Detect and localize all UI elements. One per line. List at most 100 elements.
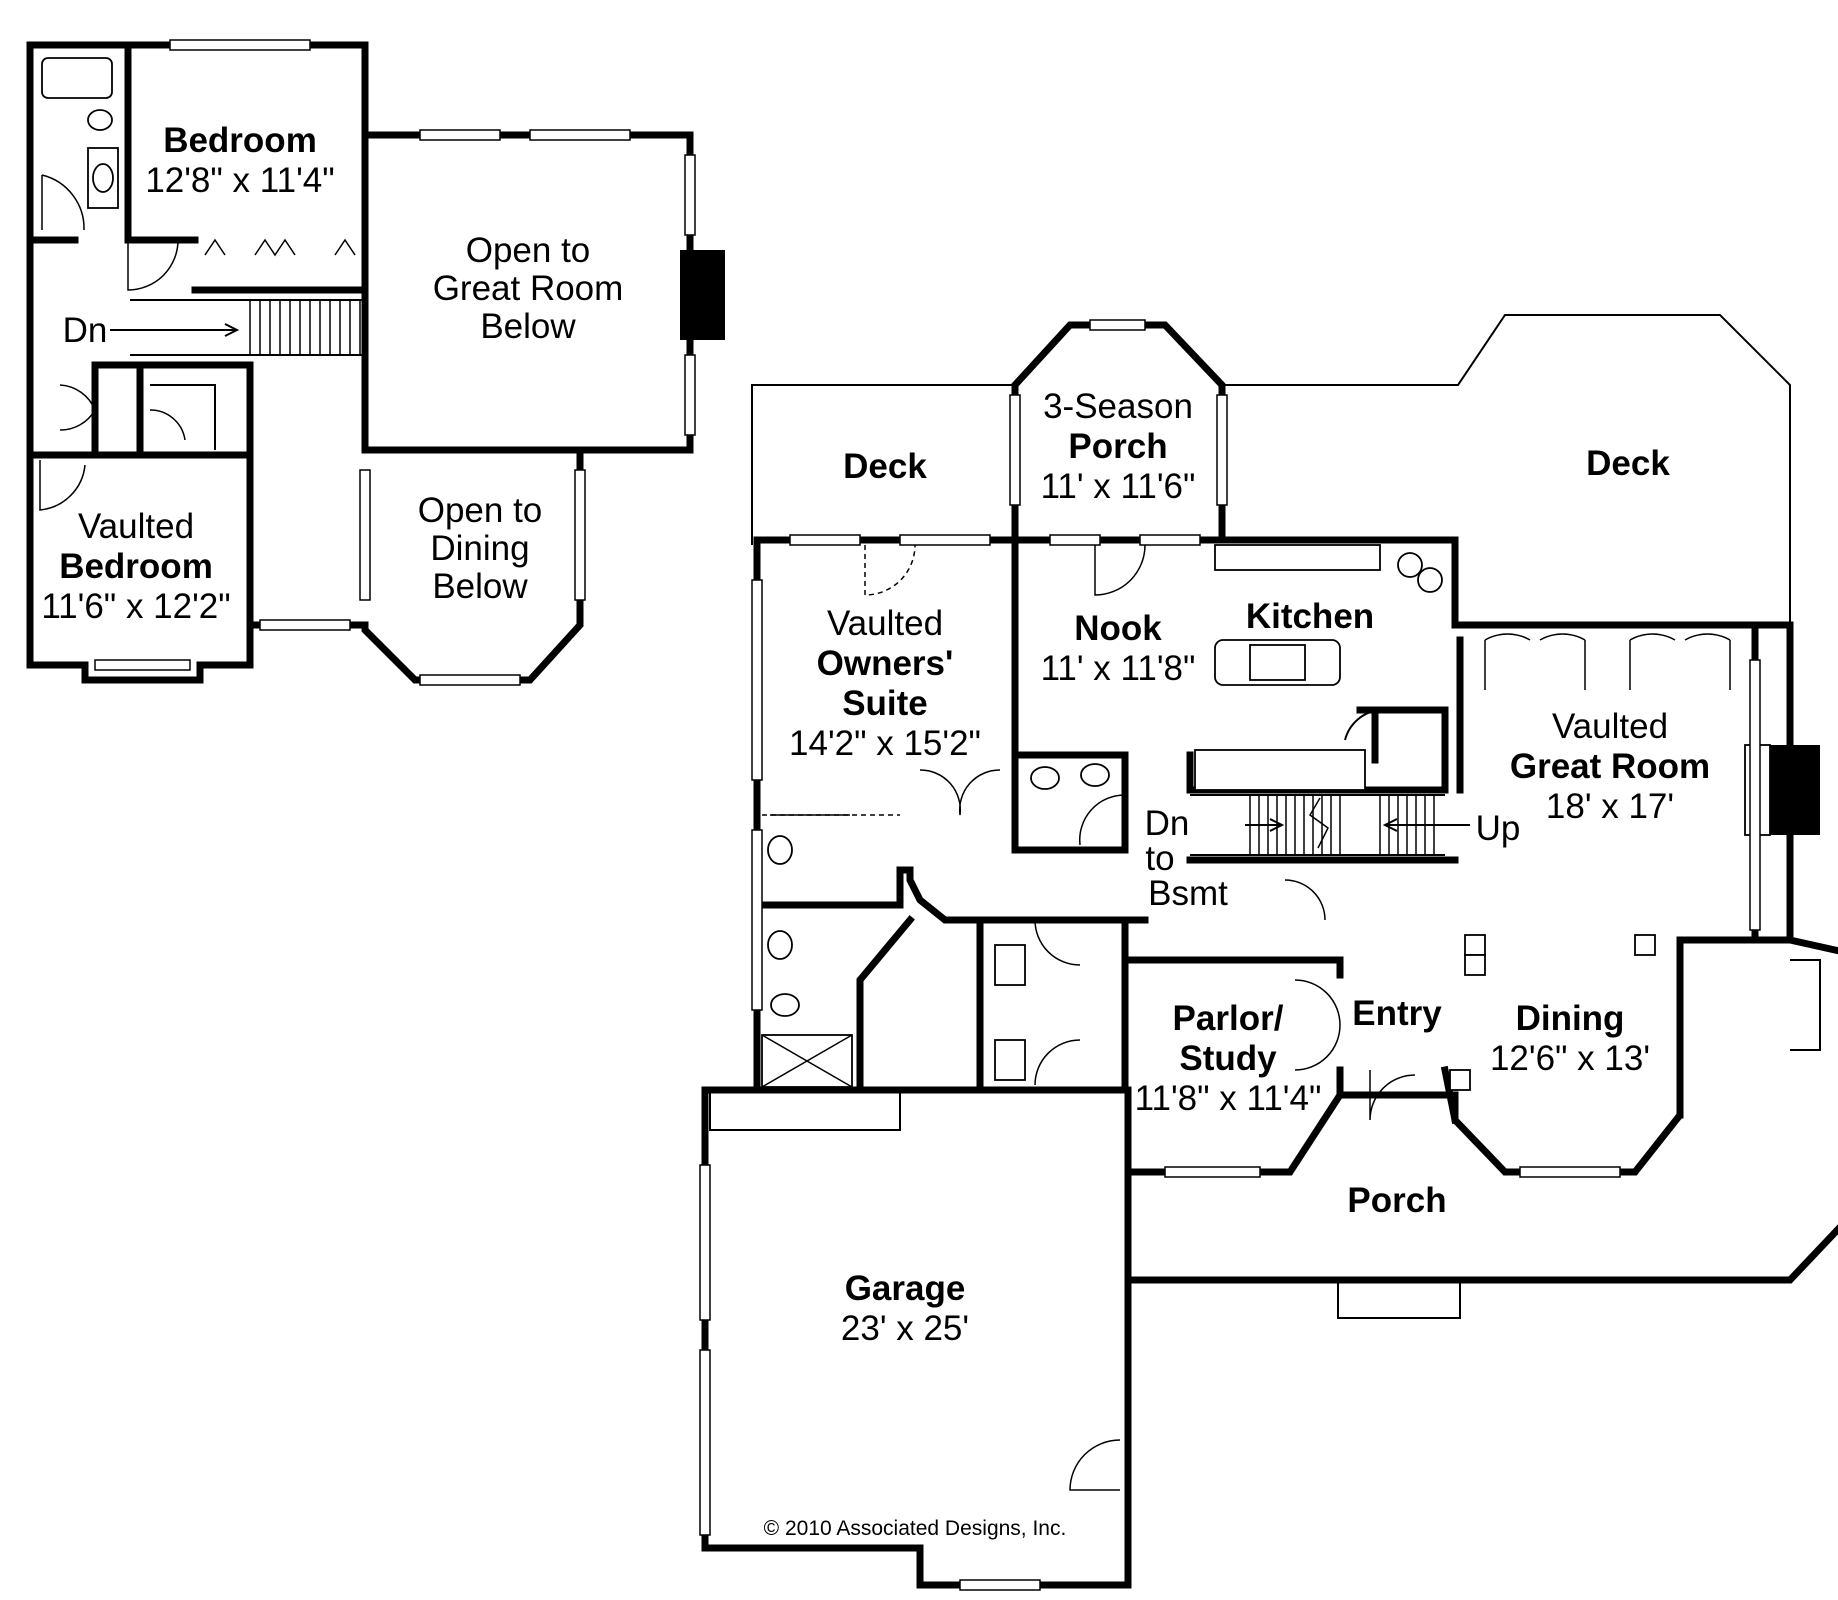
owners-closet-wall	[856, 915, 915, 1094]
main-window	[1089, 319, 1146, 331]
upper-window	[94, 659, 191, 671]
upper-toilet	[87, 109, 113, 131]
upper-open-great-wall	[361, 131, 584, 454]
great-room-doors	[1484, 633, 1731, 690]
porch-step	[1337, 1280, 1461, 1319]
upper-closet-block2	[136, 361, 254, 459]
garage-step	[709, 1090, 901, 1131]
upper-window	[529, 129, 631, 141]
season-porch-prefix: 3-Season	[1043, 387, 1193, 426]
nook-bath-door	[1078, 794, 1126, 846]
owners-suite-east-wall	[1011, 536, 1129, 854]
nook-toilet	[1030, 766, 1060, 790]
upper-window	[259, 619, 351, 631]
nook-sink	[1080, 763, 1110, 787]
column	[1464, 934, 1486, 956]
owners-suite-name1: Owners'	[817, 644, 954, 683]
porch-side-step	[1790, 959, 1821, 1051]
great-room-size: 18' x 17'	[1546, 787, 1674, 826]
upper-closet-bifold	[204, 238, 356, 257]
column	[1449, 1069, 1471, 1091]
main-floor: Deck 3-Season Porch 11' x 11'6" Deck Vau…	[699, 314, 1838, 1591]
upper-bedroom-door	[127, 239, 179, 291]
owners-deck-door	[864, 544, 916, 596]
upper-bedroom-size: 12'8" x 11'4"	[145, 161, 334, 200]
upper-closet-block	[91, 361, 144, 459]
deck-left-label: Deck	[843, 447, 927, 486]
nook-size: 11' x 11'8"	[1041, 649, 1196, 688]
upper-window	[684, 154, 696, 236]
parlor-name1: Parlor/	[1173, 999, 1284, 1038]
parlor-window	[1164, 1166, 1261, 1178]
sink	[1397, 552, 1423, 578]
upper-open-great-line3: Below	[480, 307, 576, 346]
upper-outer-wall	[26, 41, 694, 684]
stair-down-line3: Bsmt	[1148, 874, 1228, 913]
sink	[1417, 567, 1443, 593]
main-stair	[1190, 794, 1470, 856]
upper-open-great-line2: Great Room	[433, 269, 624, 308]
owners-suite-prefix: Vaulted	[827, 604, 943, 643]
parlor-wall	[1124, 956, 1344, 979]
garage-side-door	[1069, 1439, 1121, 1491]
owners-bath-wall	[753, 866, 1149, 924]
garage-door	[1034, 1039, 1081, 1086]
upper-vaulted-size: 11'6" x 12'2"	[41, 587, 230, 626]
upper-tub	[41, 57, 113, 99]
upper-linen-door	[59, 384, 96, 431]
upper-open-dining-line1: Open to	[418, 491, 543, 530]
porch-name: Porch	[1347, 1181, 1446, 1220]
kitchen-counter-wall	[1186, 706, 1449, 794]
nook-bath-wall	[1011, 751, 1129, 854]
deck-left-outline	[751, 384, 1015, 545]
upper-vaulted-name: Bedroom	[59, 547, 213, 586]
garage-window	[699, 1349, 711, 1536]
main-window	[1216, 394, 1228, 506]
season-porch-name: Porch	[1068, 427, 1167, 466]
upper-stair-label: Dn	[63, 311, 108, 350]
parlor-name2: Study	[1179, 1039, 1277, 1078]
upper-bath-door	[41, 174, 85, 231]
upper-window	[574, 469, 586, 601]
pantry	[1344, 709, 1381, 741]
main-window	[1049, 534, 1101, 546]
upper-fireplace	[680, 250, 725, 340]
washer	[994, 944, 1026, 986]
porch-wall	[1126, 935, 1838, 1284]
dining-size: 12'6" x 13'	[1490, 1039, 1650, 1078]
great-room-prefix: Vaulted	[1552, 707, 1668, 746]
main-window	[899, 534, 991, 546]
owners-toilet	[770, 993, 800, 1017]
deck-right-outline	[1222, 314, 1791, 625]
coat-closet-door	[1284, 879, 1326, 921]
upper-window	[359, 469, 371, 601]
garage-window	[959, 1579, 1041, 1591]
upper-stair	[110, 299, 365, 356]
main-window	[1139, 534, 1201, 546]
deck-right-label: Deck	[1586, 444, 1670, 483]
owners-suite-double-door	[919, 769, 1001, 816]
copyright-notice: © 2010 Associated Designs, Inc.	[764, 1517, 1067, 1540]
main-window	[751, 579, 763, 781]
stair-down-line2: to	[1145, 839, 1174, 878]
nook-door	[1094, 544, 1146, 596]
upper-window	[419, 129, 501, 141]
entry-name: Entry	[1352, 994, 1442, 1033]
stair-down-line1: Dn	[1145, 804, 1190, 843]
garage-window	[699, 1164, 711, 1321]
parlor-double-door	[1294, 979, 1341, 1071]
upper-open-dining-line3: Below	[432, 567, 528, 606]
kitchen-name: Kitchen	[1246, 597, 1374, 636]
cooktop	[1249, 644, 1306, 681]
upper-window	[419, 674, 521, 686]
owners-suite-size: 14'2" x 15'2"	[789, 724, 981, 763]
garage-size: 23' x 25'	[841, 1309, 969, 1348]
kitchen-counter-bottom	[1194, 749, 1366, 791]
main-fireplace	[1770, 745, 1820, 835]
garage-name: Garage	[845, 1269, 966, 1308]
nook-name: Nook	[1074, 609, 1162, 648]
main-window	[1009, 394, 1021, 506]
entry-wall	[1336, 1065, 1460, 1125]
dryer	[994, 1039, 1026, 1081]
